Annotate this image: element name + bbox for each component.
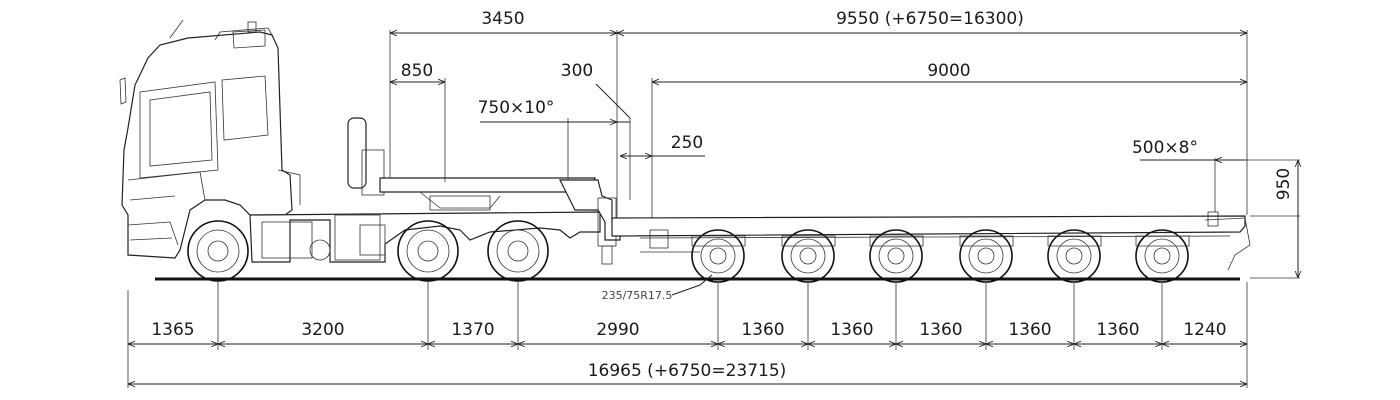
tractor-cab [119, 19, 301, 259]
trailer-deck [611, 211, 1251, 271]
dim-tractor-front-overhang: 1365 [151, 320, 194, 340]
dim-gooseneck-gap: 300 [561, 61, 593, 81]
trailer-suspension [691, 235, 1190, 247]
trailer-axle-3 [869, 229, 923, 283]
dim-rear-ramp: 500×8° [1132, 138, 1198, 158]
dim-axle-spacing-2: 1360 [830, 320, 873, 340]
dim-overall-length: 16965 (+6750=23715) [588, 361, 787, 381]
bottom-dimension-lines [127, 282, 1248, 388]
dim-deck-length: 9550 (+6750=16300) [836, 9, 1024, 29]
dim-axle-spacing-1: 1360 [741, 320, 784, 340]
tyre-size-label: 235/75R17.5 [602, 289, 673, 302]
dim-platform-length: 9000 [927, 61, 970, 81]
dim-rear-overhang: 1240 [1183, 320, 1226, 340]
dim-axle-spacing-3: 1360 [919, 320, 962, 340]
dim-kingpin-offset: 850 [401, 61, 433, 81]
trailer-axle-6 [1135, 229, 1189, 283]
tractor-wheels [187, 220, 549, 282]
dim-tractor-axle-spacing: 1370 [451, 320, 494, 340]
tractor-chassis [249, 117, 601, 263]
tractor-steer-wheel [187, 220, 249, 282]
tractor-drive-wheel-2 [487, 220, 549, 282]
dim-axle-spacing-4: 1360 [1008, 320, 1051, 340]
top-dimension-lines [389, 30, 1300, 296]
dim-axle-spacing-5: 1360 [1096, 320, 1139, 340]
tractor-drive-wheel-1 [397, 220, 459, 282]
dim-deck-height: 950 [1274, 168, 1294, 200]
dim-front-section: 3450 [481, 9, 524, 29]
trailer-axle-4 [959, 229, 1013, 283]
dim-gooseneck-ramp: 750×10° [478, 98, 555, 118]
dim-kingpin-to-first-axle: 2990 [596, 320, 639, 340]
trailer-axle-5 [1047, 229, 1101, 283]
dim-step: 250 [671, 133, 703, 153]
dim-tractor-wheelbase: 3200 [301, 320, 344, 340]
